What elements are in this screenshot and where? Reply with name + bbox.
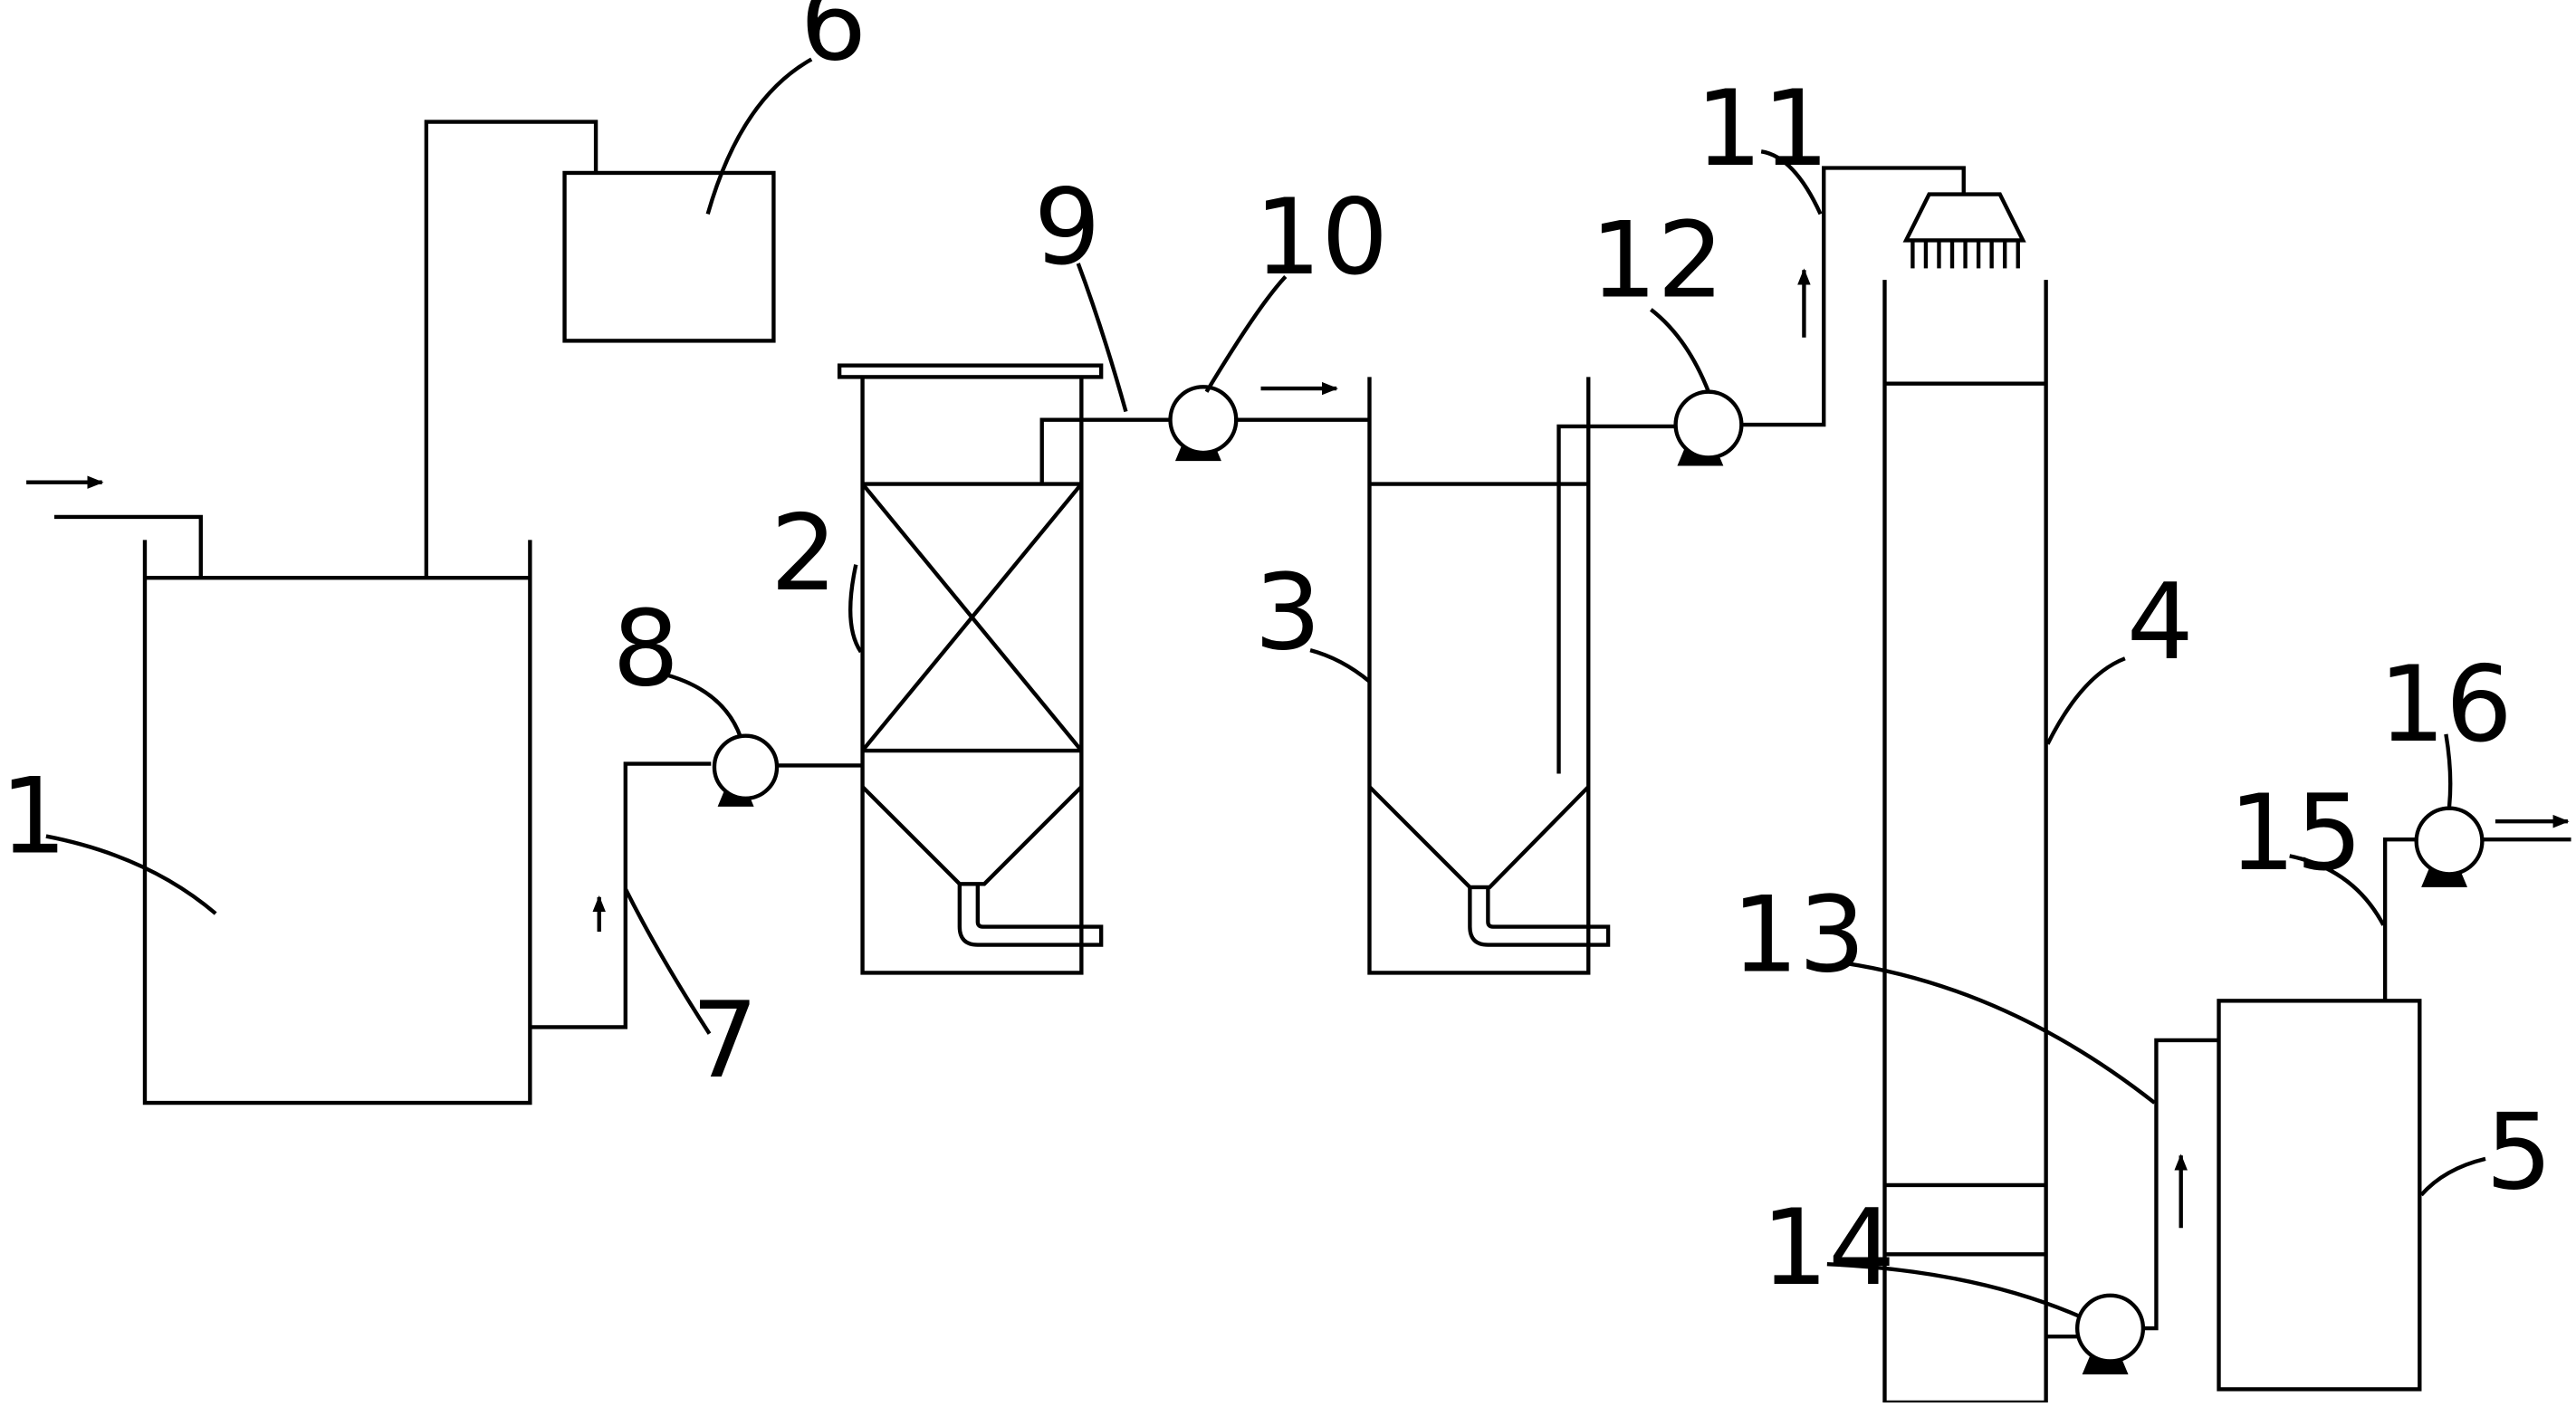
label-2: 2 [771,493,838,615]
inlet-pipe [53,514,203,579]
label-1: 1 [0,756,67,878]
label-6: 6 [800,0,867,85]
label-14: 14 [1761,1187,1895,1309]
spray-nozzle [1902,192,2026,269]
pipe-11 [1741,166,1966,427]
label-5: 5 [2485,1092,2552,1214]
label-16: 16 [2379,644,2513,766]
label-9: 9 [1034,167,1101,289]
label-7: 7 [692,980,759,1102]
label-13: 13 [1731,875,1865,997]
label-11: 11 [1695,68,1829,190]
label-8: 8 [612,588,679,710]
pump-12 [1673,389,1744,466]
box-6 [562,170,776,343]
pipe-13 [2142,1038,2219,1331]
label-4: 4 [2127,561,2194,684]
pipe-15 [2382,838,2418,1001]
tank-5 [2217,999,2422,1392]
tower-4 [1882,280,2048,1405]
label-10: 10 [1254,177,1388,299]
leader-lines [45,57,2486,1319]
pipe-tank1-to-box6 [424,120,599,579]
pump-16 [2414,806,2485,887]
pump-8 [712,733,780,807]
label-12: 12 [1590,199,1724,321]
pipe-7 [530,761,712,1029]
reactor-2 [837,363,1104,975]
tank-3 [1367,377,1678,975]
tank-1 [142,540,532,1106]
pump-10 [1168,385,1239,462]
pipe-9 [1039,417,1174,484]
label-15: 15 [2228,772,2362,895]
pump-14 [2074,1293,2146,1375]
label-3: 3 [1254,551,1321,674]
